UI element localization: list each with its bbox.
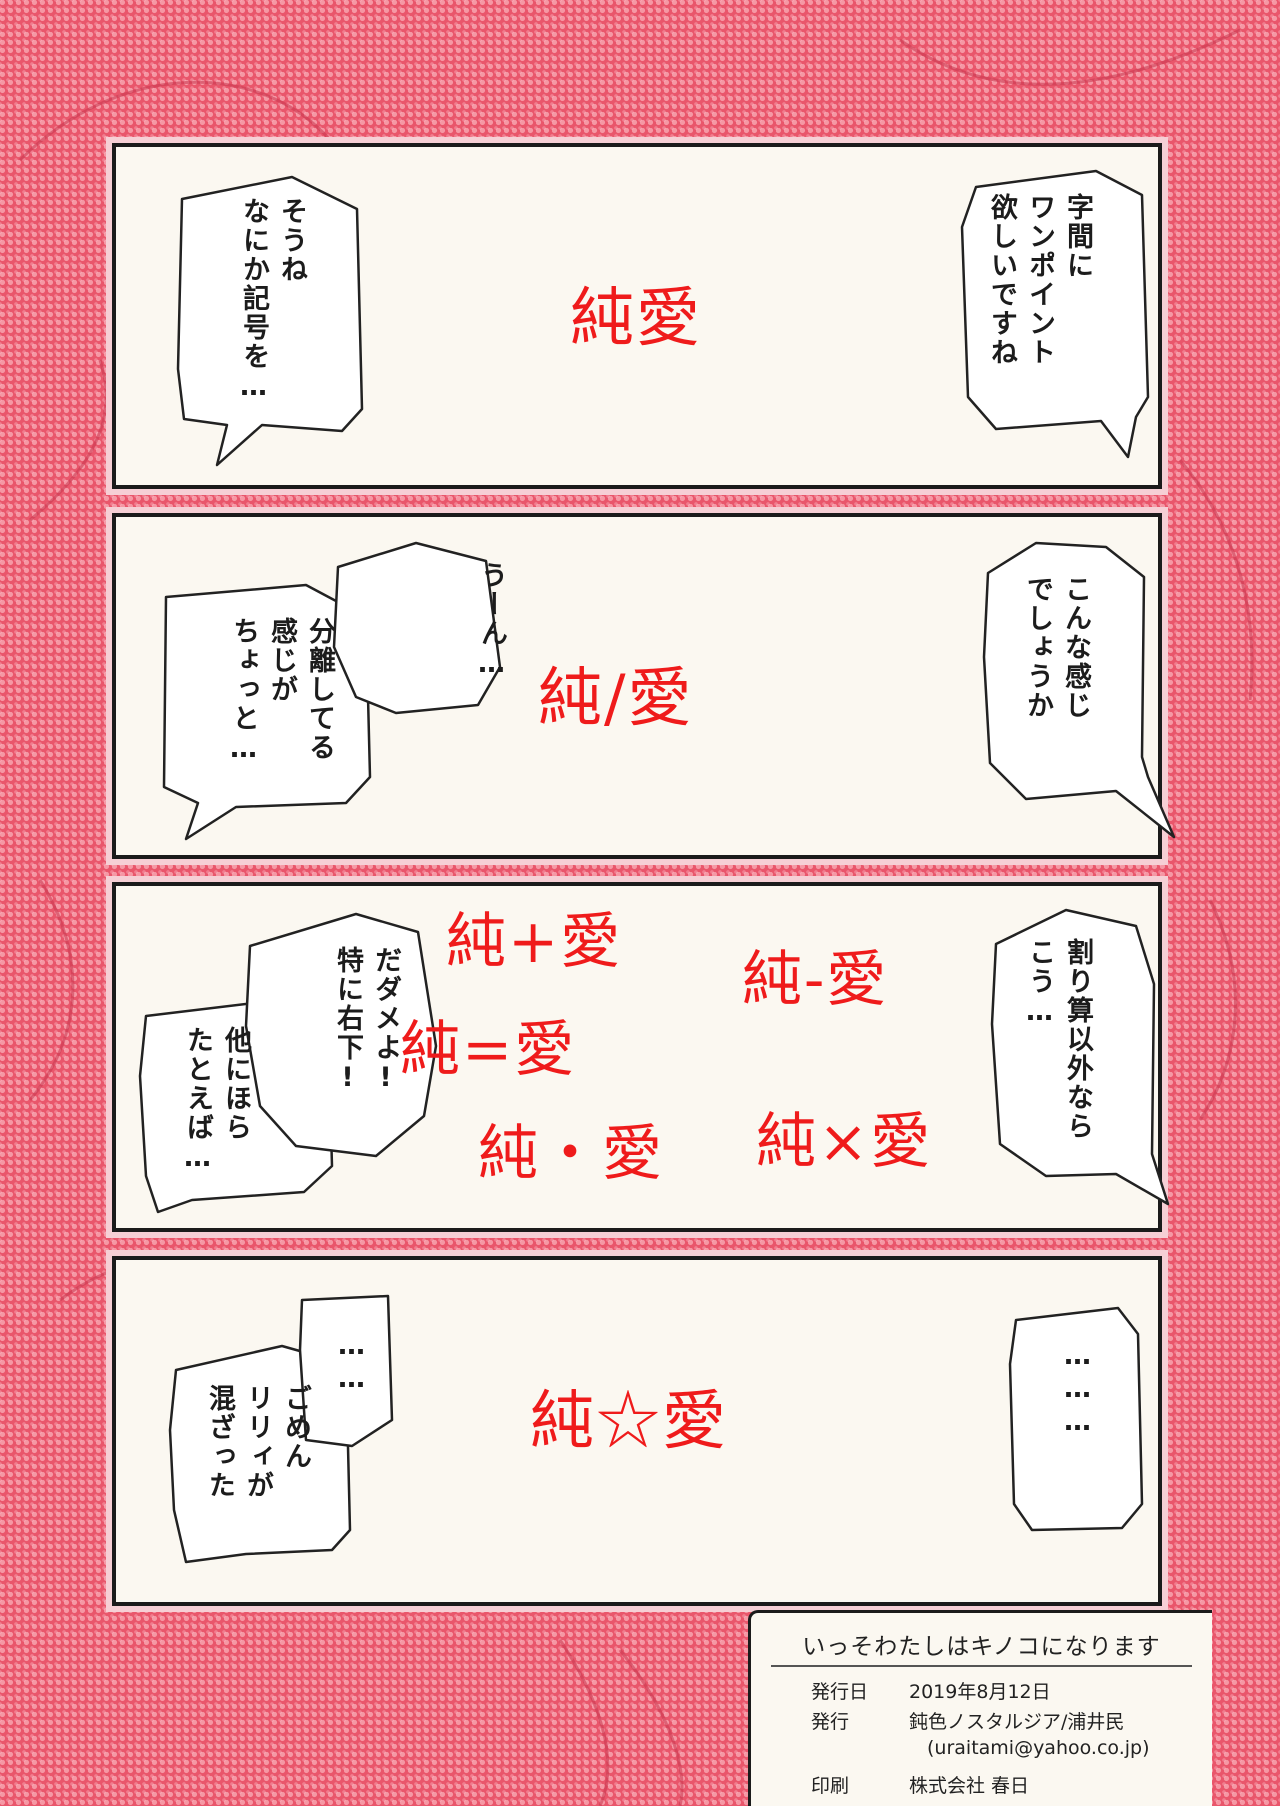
right-bubble-text: 割り算以外なら こう… (1024, 938, 1093, 1141)
colophon-value: 2019年8月12日 (909, 1681, 1051, 1703)
book-title: いっそわたしはキノコになります (802, 1634, 1161, 1660)
speech-bubble-left-top (332, 541, 502, 715)
red-word: 純愛 (570, 282, 702, 356)
speech-bubble-left-top (298, 1294, 394, 1448)
panel-3: だダメよ! 特に右下! 他にほら たとえば… 割り算以外なら こう… 純+愛 純… (112, 882, 1170, 1232)
speech-bubble-right (1008, 1306, 1144, 1532)
speech-bubble-left-top (244, 912, 438, 1158)
right-bubble-text: 字間に ワンポイント 欲しいですね (986, 193, 1093, 367)
panel-4: …… ごめん リリィが 混ざった ……… 純☆愛 (112, 1256, 1162, 1606)
speech-bubble-right (960, 169, 1150, 459)
red-word: 純・愛 (478, 1119, 664, 1189)
colophon-value: 鈍色ノスタルジア/浦井民 (909, 1711, 1125, 1733)
left-bubble-bottom-text: 分離してる 感じが ちょっと… (228, 617, 335, 766)
left-bubble-top-text: だダメよ! 特に右下! (332, 946, 401, 1095)
left-bubble-top-text: うーん… (476, 561, 507, 681)
left-bubble-text: そうね なにか記号を… (238, 197, 307, 404)
red-word: 純=愛 (400, 1015, 577, 1085)
red-word: 純☆愛 (530, 1385, 728, 1459)
right-bubble-text: こんな感じ でしょうか (1022, 575, 1091, 720)
title-divider (771, 1665, 1192, 1667)
colophon-label: 印刷 (811, 1775, 850, 1797)
colophon-label: 発行日 (811, 1681, 869, 1703)
red-word: 純×愛 (756, 1107, 933, 1177)
speech-bubble-right (982, 541, 1176, 839)
panel-2: うーん… 分離してる 感じが ちょっと… こんな感じ でしょうか 純/愛 (112, 513, 1176, 859)
colophon-label: 発行 (811, 1711, 850, 1733)
colophon-value: (uraitami@yahoo.co.jp) (927, 1737, 1150, 1759)
left-bubble-bottom-text: 他にほら たとえば… (182, 1026, 251, 1175)
speech-bubble-right (990, 908, 1170, 1206)
speech-bubble-left (176, 175, 364, 467)
red-word: 純/愛 (538, 662, 694, 736)
red-word: 純-愛 (742, 945, 889, 1015)
left-bubble-bottom-text: ごめん リリィが 混ざった (204, 1384, 311, 1500)
colophon-value: 株式会社 春日 (909, 1775, 1030, 1797)
panel-1: そうね なにか記号を… 字間に ワンポイント 欲しいですね 純愛 (112, 143, 1162, 489)
red-word: 純+愛 (446, 907, 623, 977)
left-bubble-top-text: …… (336, 1330, 367, 1396)
colophon-box: いっそわたしはキノコになります 発行日 2019年8月12日 発行 鈍色ノスタル… (748, 1610, 1212, 1806)
right-bubble-text: ……… (1062, 1340, 1093, 1439)
